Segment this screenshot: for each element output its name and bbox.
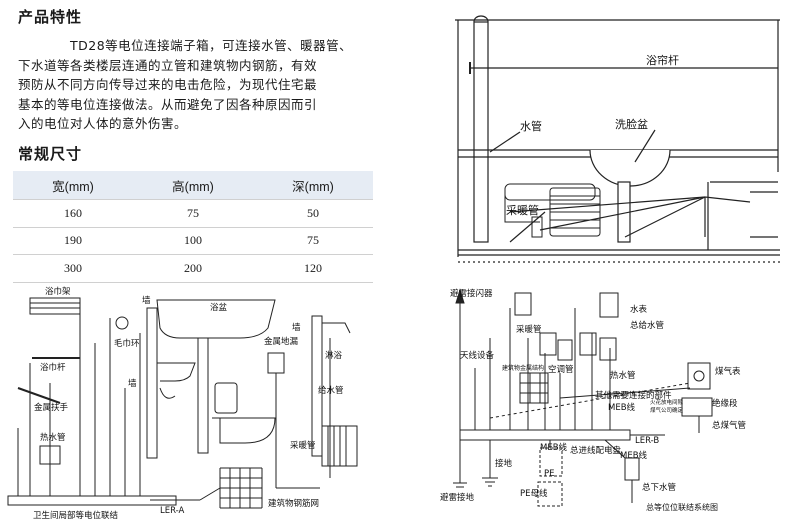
heating-label: 采暖管: [290, 440, 316, 451]
wall-label: 墙: [128, 378, 137, 389]
insulation-label: 绝缘段: [712, 398, 738, 409]
main-supply-label: 总给水管: [630, 320, 664, 331]
wall-label: 墙: [292, 322, 301, 333]
water-supply-label: 给水管: [318, 385, 344, 396]
table-cell: 75: [253, 227, 373, 255]
water-meter-label: 水表: [630, 304, 648, 315]
lightning-ground-label: 避雷接地: [440, 492, 475, 503]
towel-rack-label: 浴巾架: [45, 286, 71, 297]
table-cell: 190: [13, 227, 133, 255]
bathtub-label: 浴盆: [210, 302, 228, 313]
metal-handle-label: 金属扶手: [34, 402, 69, 413]
main-board-label: 总进线配电盘: [570, 445, 622, 456]
building-metal-label: 建筑物金属结构: [502, 364, 544, 372]
table-cell: 300: [13, 254, 133, 283]
gas-note2-label: 煤气公司确定: [650, 406, 684, 414]
features-line: TD28等电位连接端子箱，可连接水管、暖器管、: [70, 38, 353, 53]
bathroom-diagram: 浴帘杆 水管 洗脸盆 采暖管: [455, 15, 780, 263]
total-bonding-diagram: 避雷接闪器 天线设备 采暖管 水表 总给水管 空调管 热水管 建筑物金属结构 其…: [440, 288, 746, 512]
table-row: 190 100 75: [13, 227, 373, 255]
features-title: 产品特性: [18, 8, 83, 26]
sizes-title: 常规尺寸: [18, 145, 83, 163]
washbasin-label: 洗脸盆: [615, 117, 648, 131]
water-pipe-label: 水管: [520, 119, 542, 133]
features-paragraph: TD28等电位连接端子箱，可连接水管、暖器管、 下水道等各类楼层连通的立管和建筑…: [18, 36, 386, 134]
meb-line2-label: MEB线: [540, 442, 568, 453]
antenna-label: 天线设备: [460, 350, 495, 361]
total-caption: 总等位位联结系统图: [646, 502, 718, 512]
grounding-label: 接地: [495, 458, 513, 469]
gas-note-label: 火花放电间隙: [650, 398, 684, 406]
local-caption: 卫生间局部等电位联结: [33, 510, 118, 521]
col-height-header: 高(mm): [133, 171, 253, 200]
table-cell: 100: [133, 227, 253, 255]
ler-a-label: LER-A: [160, 506, 185, 516]
pe-label: PE: [544, 469, 555, 479]
lightning-rod-label: 避雷接闪器: [450, 288, 493, 299]
main-drain-label: 总下水管: [642, 482, 676, 493]
shower-label: 淋浴: [325, 350, 343, 361]
table-header-row: 宽(mm) 高(mm) 深(mm): [13, 171, 373, 200]
ac-pipe-label: 空调管: [548, 364, 574, 375]
main-gas-label: 总煤气管: [712, 420, 746, 431]
local-bonding-diagram: 浴巾架 毛巾环 浴巾杆 金属扶手 热水管 墙 墙 墙 浴盆 金属地漏 淋浴 给水…: [7, 286, 358, 521]
wall-label: 墙: [142, 295, 151, 306]
col-width-header: 宽(mm): [13, 171, 133, 200]
features-line: 入的电位对人体的意外伤害。: [18, 116, 188, 131]
features-line: 基本的等电位连接做法。从而避免了因各种原因而引: [18, 96, 318, 112]
rebar-net-label: 建筑物钢筋网: [268, 498, 319, 509]
pe-bus-label: PE母线: [520, 488, 548, 499]
towel-ring-label: 毛巾环: [114, 338, 140, 349]
curtain-rod-label: 浴帘杆: [646, 53, 679, 67]
heating-pipe-label: 采暖管: [516, 324, 542, 335]
features-line: 预防从不同方向传导过来的电击危险，为现代住宅最: [18, 77, 318, 92]
col-depth-header: 深(mm): [253, 171, 373, 200]
hot-water-label: 热水管: [610, 370, 636, 381]
table-cell: 200: [133, 254, 253, 283]
other-parts-label: 其他需要连接的部件: [595, 390, 672, 401]
ler-b-label: LER-B: [635, 436, 659, 446]
meb-line3-label: MEB线: [620, 450, 648, 461]
table-cell: 120: [253, 254, 373, 283]
hot-water-pipe-label: 热水管: [40, 432, 66, 443]
table-row: 300 200 120: [13, 254, 373, 283]
meb-line-label: MEB线: [608, 402, 636, 413]
table-row: 160 75 50: [13, 199, 373, 228]
heating-pipe-label: 采暖管: [506, 203, 539, 217]
floor-drain-label: 金属地漏: [264, 336, 299, 347]
size-table: 宽(mm) 高(mm) 深(mm) 160 75 50 190 100 75 3…: [13, 171, 373, 283]
table-cell: 75: [133, 199, 253, 228]
towel-bar-label: 浴巾杆: [40, 362, 66, 373]
table-cell: 160: [13, 199, 133, 228]
table-cell: 50: [253, 199, 373, 228]
gas-meter-label: 煤气表: [715, 366, 741, 377]
features-line: 下水道等各类楼层连通的立管和建筑物内钢筋，有效: [18, 57, 318, 73]
